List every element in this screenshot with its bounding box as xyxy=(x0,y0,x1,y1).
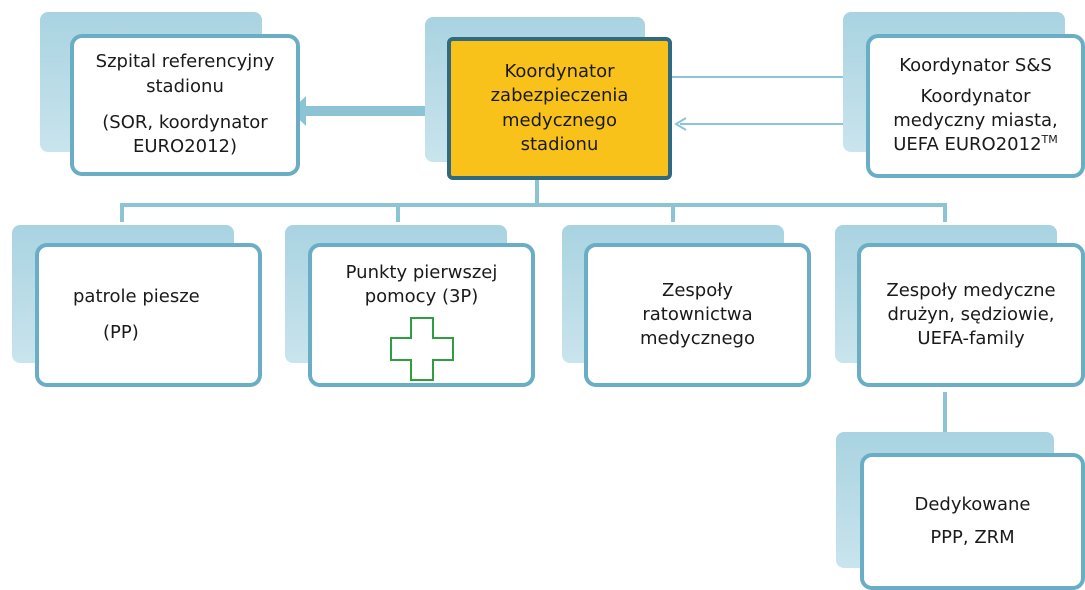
teams-node: Zespoły medyczne drużyn, sędziowie, UEFA… xyxy=(857,243,1085,387)
patrols-line-1: patrole piesze xyxy=(73,285,200,307)
hospital-line-1: Szpital referencyjny xyxy=(95,51,275,73)
teams-line-1: Zespoły medyczne xyxy=(886,279,1056,301)
ss-line-3: medyczny miasta, xyxy=(893,110,1058,131)
coordinator-line-4: stadionu xyxy=(520,133,599,155)
ss-node: Koordynator S&S Koordynator medyczny mia… xyxy=(866,34,1085,178)
firstaid-node: Punkty pierwszej pomocy (3P) xyxy=(308,243,535,387)
rescue-line-1: Zespoły xyxy=(662,279,733,301)
dedicated-line-1: Dedykowane xyxy=(914,494,1031,516)
hospital-line-2: stadionu xyxy=(146,75,224,97)
ss-tm: TM xyxy=(1041,133,1058,147)
green-cross-icon xyxy=(389,316,454,381)
rescue-line-2: ratownictwa xyxy=(642,303,753,325)
arrow-from-ss-head xyxy=(674,117,687,131)
firstaid-line-2: pomocy (3P) xyxy=(364,286,479,308)
ss-line-1: Koordynator S&S xyxy=(899,55,1052,77)
patrols-line-2: (PP) xyxy=(103,322,139,343)
ss-line-2: Koordynator xyxy=(920,85,1031,107)
hospital-line-3: (SOR, koordynator xyxy=(102,112,268,133)
coordinator-line-1: Koordynator xyxy=(504,60,615,82)
coordinator-node: Koordynator zabezpieczenia medycznego st… xyxy=(447,37,672,180)
hospital-node: Szpital referencyjny stadionu (SOR, koor… xyxy=(70,34,300,176)
teams-line-2: drużyn, sędziowie, xyxy=(887,303,1055,325)
coordinator-line-3: medycznego xyxy=(502,109,617,131)
rescue-node: Zespoły ratownictwa medycznego xyxy=(584,243,811,387)
patrols-node: patrole piesze (PP) xyxy=(35,243,262,387)
ss-line-4: UEFA EURO2012TM xyxy=(893,133,1058,157)
ss-uefa: UEFA EURO2012 xyxy=(893,134,1042,156)
teams-line-3: UEFA-family xyxy=(917,328,1025,350)
dedicated-node: Dedykowane PPP, ZRM xyxy=(860,453,1085,590)
dedicated-line-2: PPP, ZRM xyxy=(930,526,1015,548)
hospital-line-4: EURO2012) xyxy=(132,136,238,158)
firstaid-line-1: Punkty pierwszej xyxy=(345,262,498,283)
coordinator-line-2: zabezpieczenia xyxy=(490,85,629,107)
rescue-line-3: medycznego xyxy=(640,328,755,350)
